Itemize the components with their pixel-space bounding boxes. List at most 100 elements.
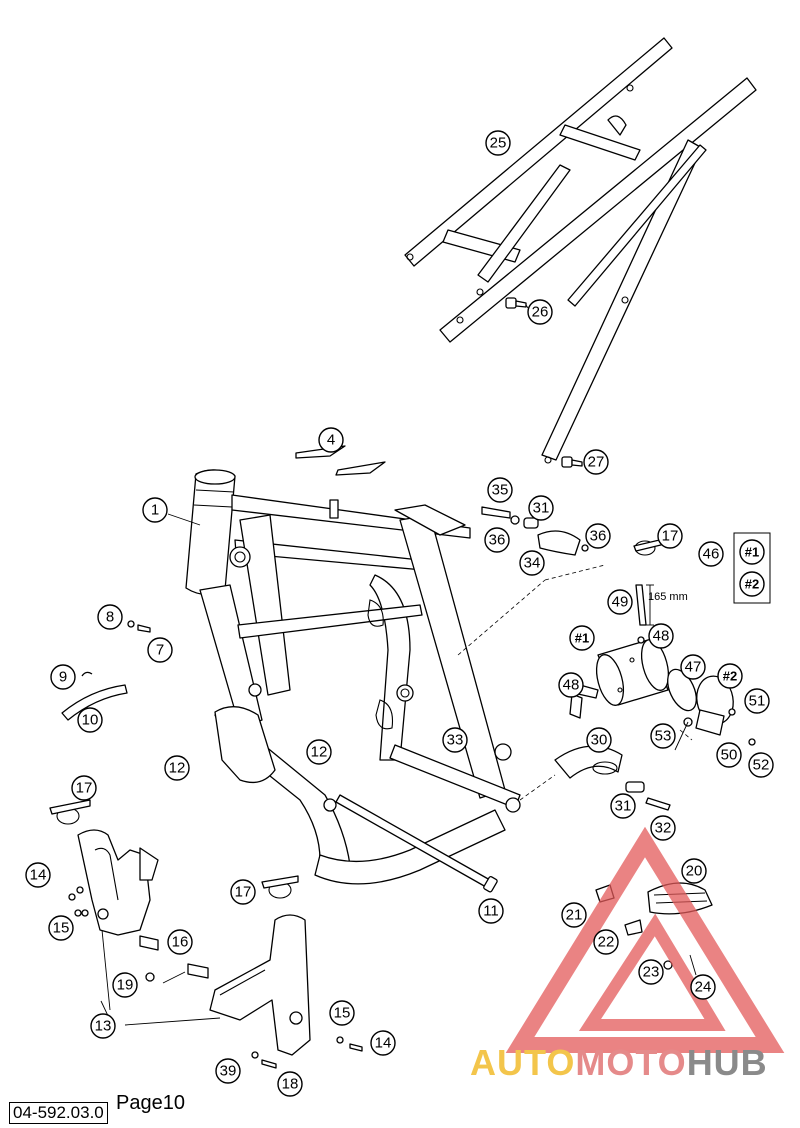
page-label: Page10 — [116, 1092, 185, 1114]
svg-text:18: 18 — [282, 1076, 299, 1093]
bolt-11-drawing — [335, 794, 498, 893]
svg-text:31: 31 — [615, 798, 632, 815]
svg-text:12: 12 — [311, 744, 328, 761]
svg-text:53: 53 — [655, 728, 672, 745]
svg-text:35: 35 — [492, 482, 509, 499]
callout-47: 47 — [680, 654, 706, 680]
spacer-16-drawing — [76, 886, 159, 951]
callout-18: 18 — [277, 1071, 303, 1097]
hose-49-drawing: 165 mm — [635, 584, 688, 626]
callout-48a: 48 — [648, 623, 674, 649]
callout-51: 51 — [744, 688, 770, 714]
callout-14a: 14 — [25, 862, 51, 888]
callout-33: 33 — [442, 727, 468, 753]
variant-tag-2-legend: #2 — [739, 571, 765, 597]
bolts-14-15-18-39-drawing — [68, 893, 363, 1069]
watermark-part-3: HUB — [686, 1042, 768, 1083]
callout-52: 52 — [748, 752, 774, 778]
callout-48b: 48 — [558, 672, 584, 698]
callout-12b: 12 — [164, 755, 190, 781]
sticker-4-drawing — [295, 445, 386, 476]
svg-text:#1: #1 — [575, 631, 589, 646]
svg-text:48: 48 — [653, 628, 670, 645]
callout-53: 53 — [650, 723, 676, 749]
svg-text:#2: #2 — [745, 577, 759, 592]
frame-guard-right-drawing — [145, 875, 311, 1056]
svg-text:26: 26 — [532, 304, 549, 321]
bracket-34-drawing — [481, 506, 589, 556]
callout-10: 10 — [77, 707, 103, 733]
svg-text:34: 34 — [524, 555, 541, 572]
svg-text:#1: #1 — [745, 545, 759, 560]
svg-text:14: 14 — [30, 867, 47, 884]
watermark-logo — [505, 826, 785, 1053]
watermark-part-2: MOTO — [575, 1042, 687, 1083]
callout-13: 13 — [90, 1013, 116, 1039]
svg-text:36: 36 — [590, 528, 607, 545]
svg-text:17: 17 — [662, 528, 679, 545]
main-frame-drawing — [185, 469, 521, 885]
svg-text:#2: #2 — [723, 669, 737, 684]
svg-text:11: 11 — [483, 903, 499, 920]
svg-text:49: 49 — [612, 594, 629, 611]
variant-tags: #1 #2 #1 #2 — [569, 539, 765, 689]
bolt-32-drawing — [625, 781, 671, 811]
callout-7: 7 — [147, 637, 173, 663]
svg-text:4: 4 — [327, 432, 335, 449]
svg-text:17: 17 — [235, 884, 252, 901]
svg-text:32: 32 — [655, 820, 672, 837]
svg-text:7: 7 — [156, 642, 164, 659]
svg-text:52: 52 — [753, 757, 770, 774]
callout-31a: 31 — [528, 495, 554, 521]
callout-35: 35 — [487, 477, 513, 503]
callout-17c: 17 — [230, 879, 256, 905]
svg-text:10: 10 — [82, 712, 99, 729]
svg-text:20: 20 — [686, 863, 703, 880]
callout-22: 22 — [593, 929, 619, 955]
bolt-27-drawing — [561, 456, 583, 468]
svg-text:24: 24 — [695, 979, 712, 996]
svg-text:50: 50 — [721, 747, 738, 764]
svg-text:19: 19 — [117, 977, 134, 994]
svg-text:22: 22 — [598, 934, 615, 951]
callout-15b: 15 — [329, 1000, 355, 1026]
svg-text:30: 30 — [591, 732, 608, 749]
svg-text:36: 36 — [489, 532, 506, 549]
svg-text:21: 21 — [566, 907, 583, 924]
drawing-code: 04-592.03.0 — [9, 1102, 108, 1124]
callout-25: 25 — [485, 130, 511, 156]
svg-text:15: 15 — [334, 1005, 351, 1022]
callout-21: 21 — [561, 902, 587, 928]
svg-text:31: 31 — [533, 500, 550, 517]
callout-36b: 36 — [585, 523, 611, 549]
callout-39: 39 — [215, 1058, 241, 1084]
hose-10-drawing — [61, 671, 128, 721]
svg-text:17: 17 — [76, 780, 93, 797]
frame-guard-left-drawing — [49, 799, 159, 936]
variant-tag-2-part: #2 — [717, 663, 743, 689]
svg-text:46: 46 — [703, 546, 720, 563]
svg-text:25: 25 — [490, 135, 507, 152]
svg-text:51: 51 — [749, 693, 766, 710]
callout-23: 23 — [638, 959, 664, 985]
svg-text:48: 48 — [563, 677, 580, 694]
svg-text:12: 12 — [169, 760, 186, 777]
svg-text:47: 47 — [685, 659, 702, 676]
variant-tag-1-part: #1 — [569, 625, 595, 651]
callout-14b: 14 — [370, 1030, 396, 1056]
callout-46: 46 — [698, 541, 724, 567]
callout-27: 27 — [583, 449, 609, 475]
svg-text:1: 1 — [151, 502, 159, 519]
chain-guide-30-drawing — [554, 745, 623, 779]
svg-text:27: 27 — [588, 454, 605, 471]
svg-text:33: 33 — [447, 732, 464, 749]
svg-text:23: 23 — [643, 964, 660, 981]
callout-24: 24 — [690, 974, 716, 1000]
callout-15a: 15 — [48, 915, 74, 941]
callout-8: 8 — [97, 604, 123, 630]
callout-34: 34 — [519, 550, 545, 576]
callout-50: 50 — [716, 742, 742, 768]
callout-31b: 31 — [610, 793, 636, 819]
callout-17b: 17 — [71, 775, 97, 801]
